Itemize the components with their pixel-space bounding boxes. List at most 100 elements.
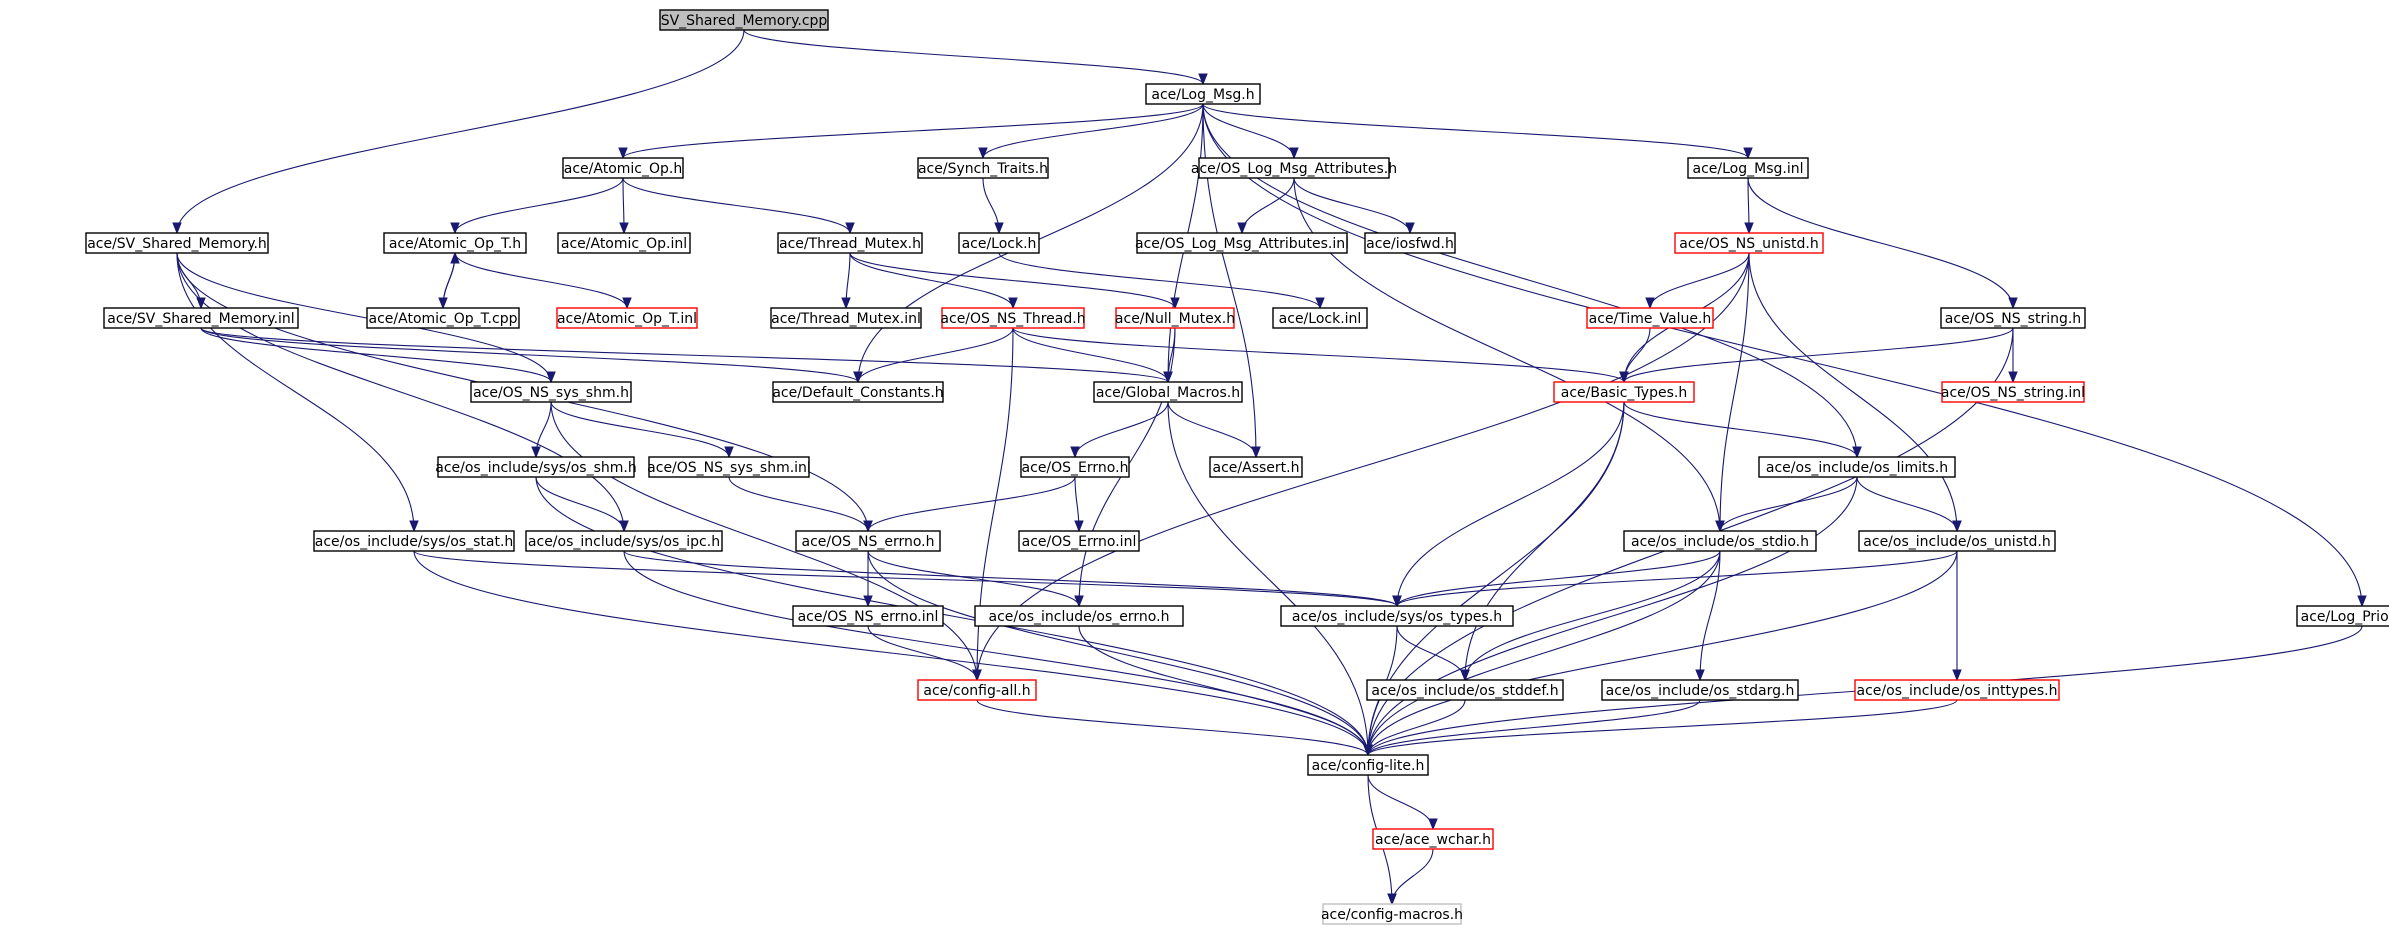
dependency-edge-osstdio-to-osstdarg bbox=[1695, 550, 1721, 682]
file-node-osnsstring[interactable]: ace/OS_NS_string.h bbox=[1940, 307, 2086, 329]
file-node-timevalue[interactable]: ace/Time_Value.h bbox=[1586, 307, 1714, 329]
dependency-edge-logmsg-to-oslogattr bbox=[1202, 103, 1299, 160]
file-node-box bbox=[1941, 381, 2085, 403]
file-node-osstddef[interactable]: ace/os_include/os_stddef.h bbox=[1366, 679, 1564, 701]
dependency-edge-osipc-to-ostypes bbox=[623, 550, 1402, 608]
file-node-oserrnoinl[interactable]: ace/OS_Errno.inl bbox=[1018, 530, 1140, 552]
dependency-edge-osnsunistd-to-timevalue bbox=[1645, 252, 1750, 310]
file-node-osnsthread[interactable]: ace/OS_NS_Thread.h bbox=[940, 307, 1086, 329]
dependency-edge-logmsg-to-synchtraits bbox=[978, 103, 1204, 160]
dependency-edge-atomicop-to-threadmutex bbox=[622, 177, 855, 235]
file-node-box bbox=[556, 307, 698, 329]
file-node-oslogattr[interactable]: ace/OS_Log_Msg_Attributes.h bbox=[1191, 157, 1397, 179]
file-node-osstdarg[interactable]: ace/os_include/os_stdarg.h bbox=[1601, 679, 1799, 701]
file-node-oslimits[interactable]: ace/os_include/os_limits.h bbox=[1758, 456, 1956, 478]
file-node-box bbox=[974, 605, 1184, 627]
file-node-label: ace/OS_NS_unistd.h bbox=[1679, 236, 1819, 252]
file-node-label: ace/Time_Value.h bbox=[1589, 311, 1712, 327]
file-node-osnserrnoinl[interactable]: ace/OS_NS_errno.inl bbox=[792, 605, 944, 627]
file-node-label: ace/os_include/os_inttypes.h bbox=[1857, 683, 2058, 699]
file-node-label: ace/os_include/os_limits.h bbox=[1766, 460, 1948, 476]
file-node-label: ace/config-all.h bbox=[923, 683, 1030, 699]
file-node-logpriority[interactable]: ace/Log_Priority.h bbox=[2296, 605, 2389, 627]
file-node-atomicopt[interactable]: ace/Atomic_Op_T.h bbox=[383, 232, 527, 254]
file-node-label: ace/SV_Shared_Memory.h bbox=[87, 236, 267, 252]
dependency-edge-oserrno-to-oserrnoinl bbox=[1074, 476, 1084, 533]
file-node-osnssysshm[interactable]: ace/OS_NS_sys_shm.h bbox=[470, 381, 632, 403]
file-node-box bbox=[1372, 828, 1494, 850]
file-node-box bbox=[366, 307, 520, 329]
dependency-edge-osnssysshm-to-osincshm bbox=[531, 401, 552, 459]
file-node-label: ace/Lock.h bbox=[962, 236, 1037, 252]
file-node-box bbox=[1940, 307, 2086, 329]
file-node-asserth[interactable]: ace/Assert.h bbox=[1209, 456, 1303, 478]
file-node-osstat[interactable]: ace/os_include/sys/os_stat.h bbox=[313, 530, 515, 552]
file-node-label: ace/config-lite.h bbox=[1312, 758, 1425, 774]
file-node-box bbox=[1272, 307, 1368, 329]
file-node-oserrno[interactable]: ace/OS_Errno.h bbox=[1020, 456, 1130, 478]
file-node-atomicopinl[interactable]: ace/Atomic_Op.inl bbox=[557, 232, 691, 254]
file-node-box bbox=[1020, 456, 1130, 478]
file-node-osnserrno[interactable]: ace/OS_NS_errno.h bbox=[795, 530, 941, 552]
file-node-osinttypes[interactable]: ace/os_include/os_inttypes.h bbox=[1854, 679, 2060, 701]
file-node-box bbox=[770, 307, 922, 329]
file-node-lockh[interactable]: ace/Lock.h bbox=[958, 232, 1040, 254]
file-node-iosfwd[interactable]: ace/iosfwd.h bbox=[1364, 232, 1456, 254]
dependency-edge-logmsg-to-logpriority bbox=[1202, 103, 2367, 608]
dependency-edge-osnssysshm-to-osnssysshminl bbox=[550, 401, 734, 459]
file-node-atomicop[interactable]: ace/Atomic_Op.h bbox=[562, 157, 684, 179]
file-node-atomicoptcpp[interactable]: ace/Atomic_Op_T.cpp bbox=[366, 307, 520, 329]
file-node-osnsunistd[interactable]: ace/OS_NS_unistd.h bbox=[1674, 232, 1824, 254]
file-node-osunistd[interactable]: ace/os_include/os_unistd.h bbox=[1858, 530, 2056, 552]
file-node-basictypes[interactable]: ace/Basic_Types.h bbox=[1553, 381, 1695, 403]
file-node-ostypes[interactable]: ace/os_include/sys/os_types.h bbox=[1280, 605, 1514, 627]
file-node-configall[interactable]: ace/config-all.h bbox=[917, 679, 1037, 701]
file-node-logmsg[interactable]: ace/Log_Msg.h bbox=[1145, 83, 1261, 105]
dependency-edge-oslogattr-to-osstdio bbox=[1293, 177, 1725, 533]
file-node-atomicoptinl[interactable]: ace/Atomic_Op_T.inl bbox=[556, 307, 698, 329]
file-node-globalmacros[interactable]: ace/Global_Macros.h bbox=[1093, 381, 1243, 403]
file-node-label: ace/OS_NS_Thread.h bbox=[940, 311, 1085, 327]
file-node-osstdio[interactable]: ace/os_include/os_stdio.h bbox=[1623, 530, 1817, 552]
file-node-svshminl[interactable]: ace/SV_Shared_Memory.inl bbox=[103, 307, 299, 329]
file-node-threadmutexinl[interactable]: ace/Thread_Mutex.inl bbox=[770, 307, 922, 329]
file-node-label: ace/Basic_Types.h bbox=[1561, 385, 1687, 401]
dependency-edge-threadmutex-to-nullmutex bbox=[849, 252, 1180, 310]
file-node-osnsstringinl[interactable]: ace/OS_NS_string.inl bbox=[1941, 381, 2085, 403]
file-node-configmacros[interactable]: ace/config-macros.h bbox=[1321, 903, 1463, 925]
file-node-lockinl[interactable]: ace/Lock.inl bbox=[1272, 307, 1368, 329]
file-node-nullmutex[interactable]: ace/Null_Mutex.h bbox=[1115, 307, 1235, 329]
dependency-edge-logmsg-to-atomicop bbox=[618, 103, 1204, 160]
dependency-edge-configlite-to-acewchar bbox=[1367, 774, 1438, 831]
file-node-threadmutex[interactable]: ace/Thread_Mutex.h bbox=[777, 232, 923, 254]
file-node-box bbox=[648, 456, 810, 478]
dependency-edge-osstdio-to-configlite bbox=[1363, 550, 1721, 757]
file-node-osincerrno[interactable]: ace/os_include/os_errno.h bbox=[974, 605, 1184, 627]
dependency-edge-globalmacros-to-asserth bbox=[1167, 401, 1261, 459]
file-node-box bbox=[958, 232, 1040, 254]
file-node-oslogattrinl[interactable]: ace/OS_Log_Msg_Attributes.inl bbox=[1135, 232, 1349, 254]
file-node-acewchar[interactable]: ace/ace_wchar.h bbox=[1372, 828, 1494, 850]
dependency-edge-oslogattr-to-oslogattrinl bbox=[1237, 177, 1295, 235]
file-node-box bbox=[470, 381, 632, 403]
file-node-configlite[interactable]: ace/config-lite.h bbox=[1307, 754, 1429, 776]
file-node-osincshm[interactable]: ace/os_include/sys/os_shm.h bbox=[435, 456, 637, 478]
file-node-box bbox=[1136, 232, 1348, 254]
dependency-edge-basictypes-to-oslimits bbox=[1623, 401, 1862, 459]
file-node-osipc[interactable]: ace/os_include/sys/os_ipc.h bbox=[525, 530, 723, 552]
file-node-defconst[interactable]: ace/Default_Constants.h bbox=[772, 381, 944, 403]
dependency-edge-svshm-to-osstat bbox=[176, 252, 419, 533]
file-node-svshm[interactable]: ace/SV_Shared_Memory.h bbox=[85, 232, 269, 254]
file-node-box bbox=[557, 232, 691, 254]
file-node-root[interactable]: SV_Shared_Memory.cpp bbox=[659, 9, 829, 31]
file-node-synchtraits[interactable]: ace/Synch_Traits.h bbox=[917, 157, 1049, 179]
file-node-box bbox=[917, 679, 1037, 701]
file-node-box bbox=[1858, 530, 2056, 552]
file-node-box bbox=[1093, 381, 1243, 403]
file-node-osnssysshminl[interactable]: ace/OS_NS_sys_shm.inl bbox=[647, 456, 811, 478]
file-node-label: ace/OS_NS_errno.inl bbox=[798, 609, 939, 625]
file-node-box bbox=[1674, 232, 1824, 254]
file-node-logmsginl[interactable]: ace/Log_Msg.inl bbox=[1687, 157, 1809, 179]
dependency-edge-osunistd-to-ostypes bbox=[1392, 550, 1958, 608]
dependency-edge-osincerrno-to-configlite bbox=[1078, 625, 1373, 757]
